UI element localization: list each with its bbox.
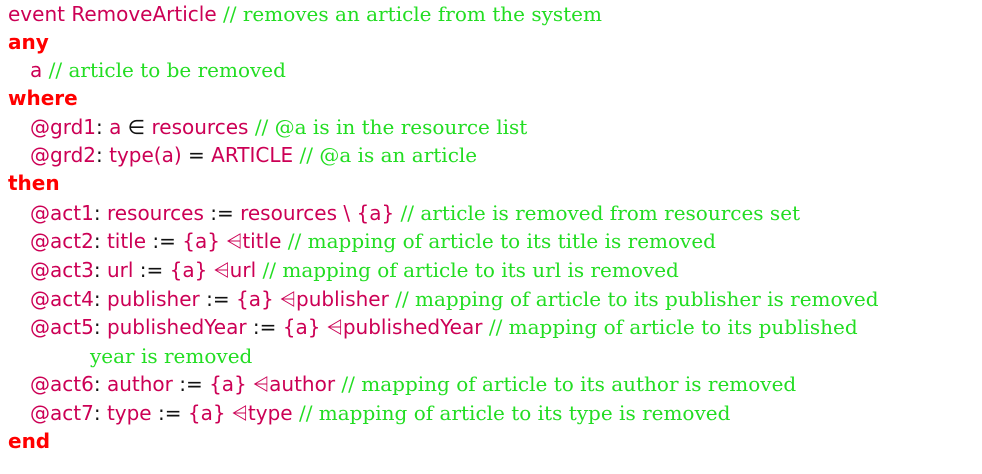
end-clause: end [8,427,50,455]
then-clause: then [8,169,60,197]
action-label: @act3 [30,258,94,282]
guard-expr-part: ARTICLE [211,143,294,167]
action-comment-continuation: year is removed [90,342,252,370]
action-rhs: {a} ⩤type [187,401,293,425]
guard-line: @grd1: a ∈ resources // @a is in the res… [30,113,527,141]
action-label: @act5 [30,315,94,339]
end-keyword: end [8,429,51,453]
event-header: event RemoveArticle // removes an articl… [8,0,602,28]
assign-operator: := [203,201,241,225]
guard-comment: // @a is an article [299,143,478,167]
action-line: @act3: url := {a} ⩤url // mapping of art… [30,258,679,282]
action-label: @act1 [30,201,94,225]
event-keyword: event [8,2,65,26]
action-lhs: url [106,258,134,282]
guard-separator: : [96,115,103,139]
action-line: @act5: publishedYear := {a} ⩤publishedYe… [30,315,858,339]
action-label: @act7 [30,401,94,425]
event-name: RemoveArticle [71,2,217,26]
assign-operator: := [151,401,188,425]
assign-operator: := [172,372,210,396]
action-comment: // mapping of article to its publisher i… [395,287,879,311]
assign-operator: := [146,229,183,253]
then-keyword: then [8,171,60,195]
guard-expr-part: type(a) [109,143,182,167]
where-clause: where [8,84,78,112]
assign-operator: := [133,258,170,282]
action-rhs: {a} ⩤author [209,372,336,396]
action-rhs: {a} ⩤title [182,229,282,253]
guard-comment: // @a is in the resource list [254,115,528,139]
action-rhs: {a} ⩤publishedYear [282,315,483,339]
where-keyword: where [8,86,78,110]
assign-operator: := [199,287,236,311]
action-rhs: {a} ⩤publisher [235,287,389,311]
action-rhs: {a} ⩤url [169,258,257,282]
guard-line: @grd2: type(a) = ARTICLE // @a is an art… [30,141,477,169]
action-line: @act7: type := {a} ⩤type // mapping of a… [30,401,731,425]
any-parameter: a // article to be removed [30,56,286,84]
action-label: @act6 [30,372,94,396]
guard-expr-part: resources [151,115,249,139]
action-comment: // mapping of article to its published [488,315,858,339]
action-comment: // mapping of article to its url is remo… [262,258,679,282]
guard-label: @grd1 [30,115,96,139]
action-label: @act2 [30,229,94,253]
action-comment: // mapping of article to its title is re… [287,229,716,253]
guard-operator: ∈ [121,115,152,139]
action-comment: // mapping of article to its type is rem… [298,401,731,425]
action-lhs: author [106,372,173,396]
guard-label: @grd2 [30,143,96,167]
action-lhs: title [106,229,147,253]
action-label: @act4 [30,287,94,311]
action-line: @act1: resources := resources \ {a} // a… [30,201,801,225]
action-comment: year is removed [90,344,253,368]
event-comment: // removes an article from the system [223,2,602,26]
guard-operator: = [181,143,212,167]
guard-separator: : [96,143,103,167]
any-clause: any [8,28,49,56]
any-keyword: any [8,30,49,54]
action-lhs: resources [106,201,204,225]
action-line: @act6: author := {a} ⩤author // mapping … [30,372,797,396]
action-lhs: publisher [106,287,200,311]
action-line: @act4: publisher := {a} ⩤publisher // ma… [30,287,879,311]
action-comment: // article is removed from resources set [400,201,801,225]
parameter-comment: // article to be removed [48,58,286,82]
action-lhs: type [106,401,152,425]
action-lhs: publishedYear [106,315,247,339]
action-rhs: resources \ {a} [240,201,395,225]
guard-expr-part: a [109,115,122,139]
action-line: @act2: title := {a} ⩤title // mapping of… [30,229,716,253]
parameter-name: a [30,58,43,82]
action-comment: // mapping of article to its author is r… [341,372,797,396]
assign-operator: := [246,315,283,339]
